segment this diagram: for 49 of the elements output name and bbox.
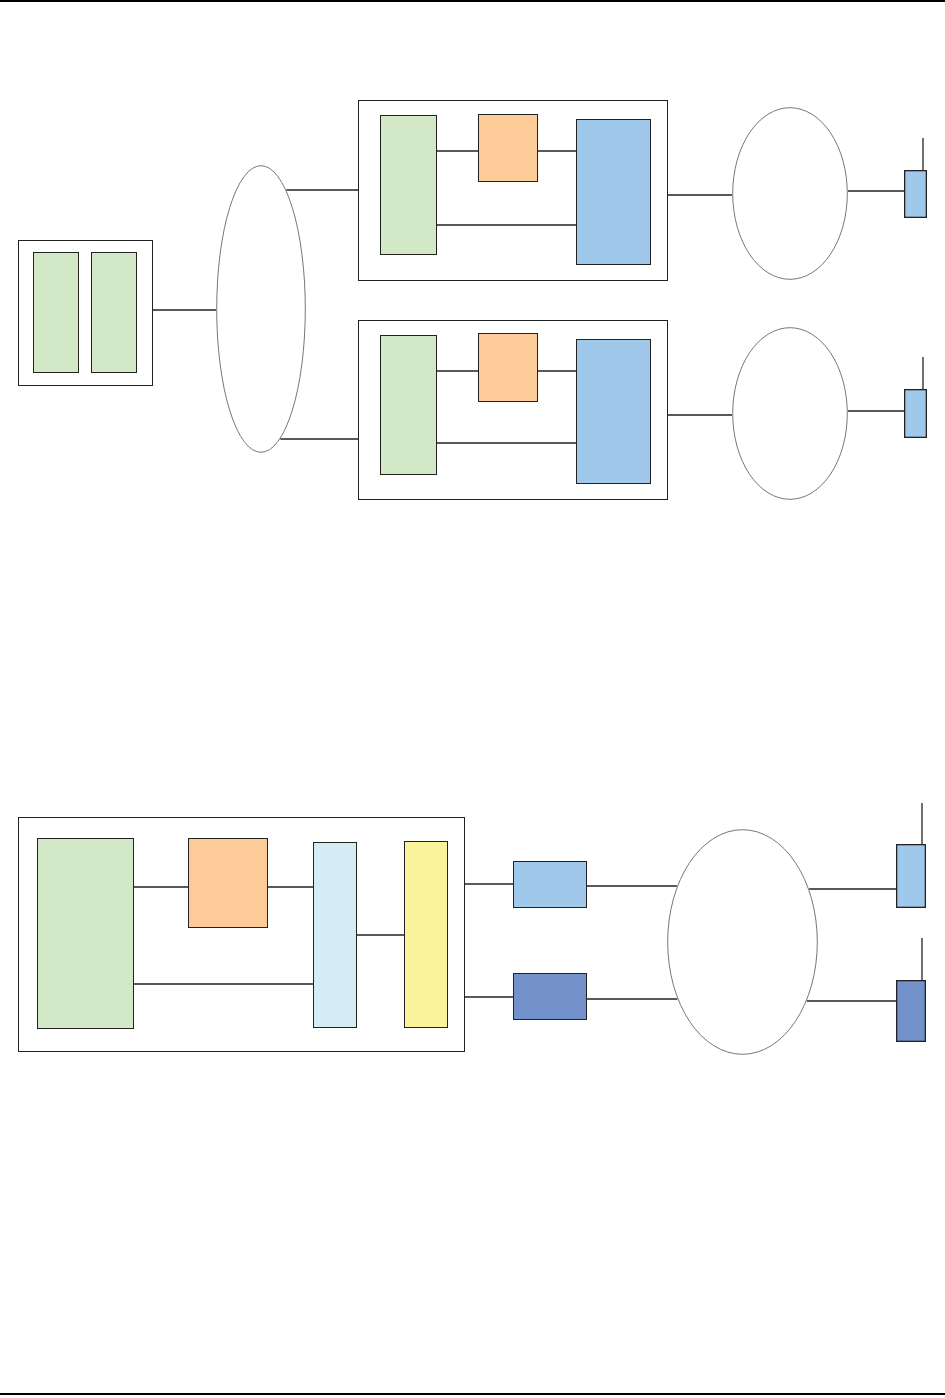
component-block — [513, 973, 587, 1020]
antenna-device-icon — [896, 938, 926, 1042]
connector-line — [586, 998, 678, 1000]
network-ellipse — [732, 327, 848, 500]
connector-line — [436, 370, 479, 372]
component-block — [576, 339, 651, 484]
connector-line — [133, 983, 314, 985]
connector-line — [436, 442, 577, 444]
connector-line — [537, 150, 577, 152]
group-frame — [18, 817, 465, 1052]
connector-line — [279, 438, 359, 440]
group-frame — [358, 100, 668, 281]
component-block — [478, 114, 538, 182]
antenna-device-icon — [896, 803, 926, 908]
network-ellipse — [216, 165, 306, 453]
connector-line — [436, 224, 577, 226]
network-ellipse — [732, 107, 848, 280]
connector-line — [464, 883, 514, 885]
connector-line — [464, 996, 514, 998]
connector-line — [356, 934, 405, 936]
group-frame — [358, 320, 668, 500]
component-block — [513, 861, 587, 908]
connector-line — [436, 150, 479, 152]
group-frame — [18, 240, 153, 386]
component-block — [404, 841, 448, 1028]
component-block — [188, 838, 268, 928]
antenna-device-icon — [904, 138, 927, 218]
connector-line — [667, 194, 733, 196]
connector-line — [133, 886, 189, 888]
connector-line — [537, 370, 577, 372]
component-block — [37, 838, 134, 1029]
component-block — [33, 252, 79, 373]
component-block — [576, 119, 651, 265]
component-block — [313, 842, 357, 1028]
component-block — [380, 335, 437, 475]
connector-line — [152, 309, 217, 311]
connector-line — [806, 1000, 897, 1002]
antenna-device-icon — [904, 357, 927, 438]
connector-line — [847, 190, 905, 192]
component-block — [380, 115, 437, 255]
network-ellipse — [667, 829, 818, 1055]
connector-line — [267, 886, 314, 888]
component-block — [91, 252, 137, 373]
component-block — [478, 333, 538, 402]
connector-line — [847, 410, 905, 412]
connector-line — [667, 414, 733, 416]
connector-line — [586, 885, 678, 887]
connector-line — [285, 189, 359, 191]
connector-line — [808, 888, 897, 890]
